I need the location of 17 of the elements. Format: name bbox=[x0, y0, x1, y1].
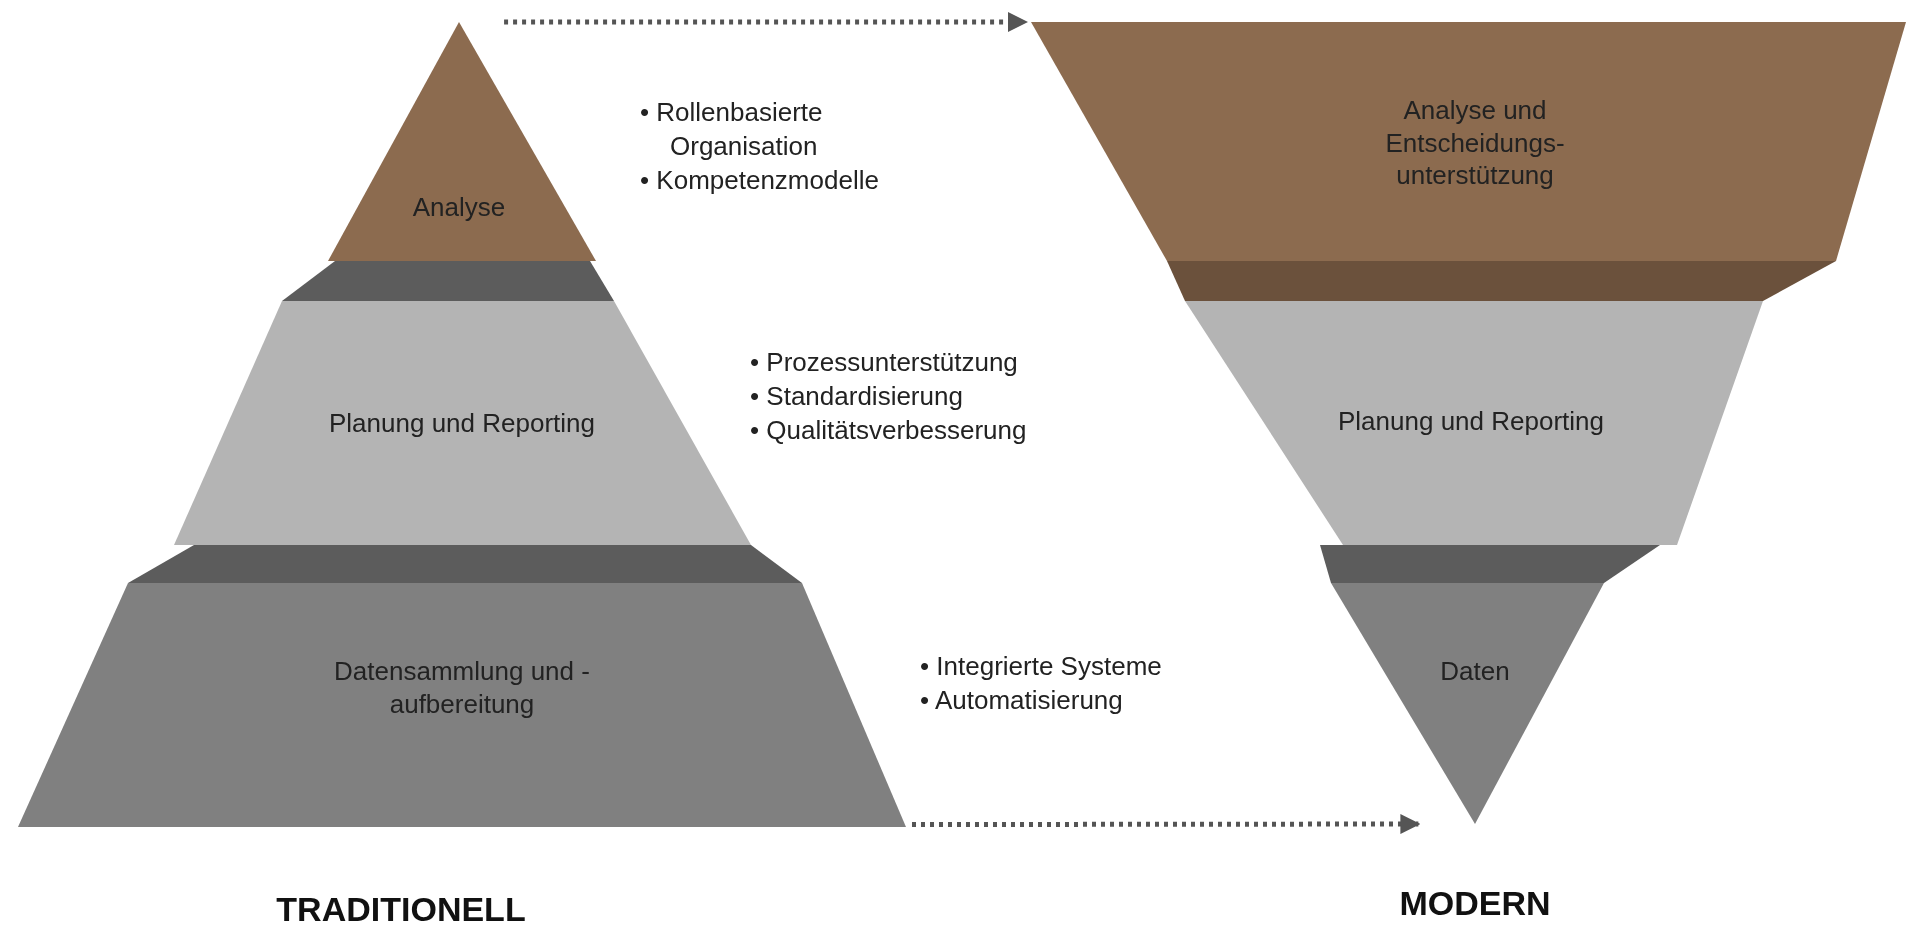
layer-label: Planung und Reporting bbox=[1337, 404, 1605, 438]
bullet-item: • Qualitätsverbesserung bbox=[750, 413, 1028, 447]
section-title: TRADITIONELL bbox=[276, 890, 526, 929]
bullet-item: • Standardisierung bbox=[750, 379, 964, 413]
layer-label: Datensammlung und - aufbereitung bbox=[333, 654, 591, 720]
bullet-item: • Kompetenzmodelle bbox=[640, 163, 880, 197]
bullet-item: • Integrierte Systeme bbox=[920, 650, 1162, 683]
layer-label: Analyse bbox=[411, 190, 507, 224]
bullet-item: • Automatisierung bbox=[920, 683, 1124, 717]
layer-label: Planung und Reporting bbox=[328, 406, 596, 440]
bullet-item: • Prozessunterstützung bbox=[750, 346, 1019, 379]
section-title: MODERN bbox=[1399, 884, 1551, 923]
layer-label: Daten bbox=[1439, 654, 1511, 688]
bullet-item: • Rollenbasierte Organisation bbox=[640, 96, 824, 163]
dotted-arrow bbox=[912, 814, 1421, 834]
dotted-arrow bbox=[504, 12, 1028, 32]
layer-label: Analyse und Entscheidungs- unterstützung bbox=[1384, 94, 1566, 192]
